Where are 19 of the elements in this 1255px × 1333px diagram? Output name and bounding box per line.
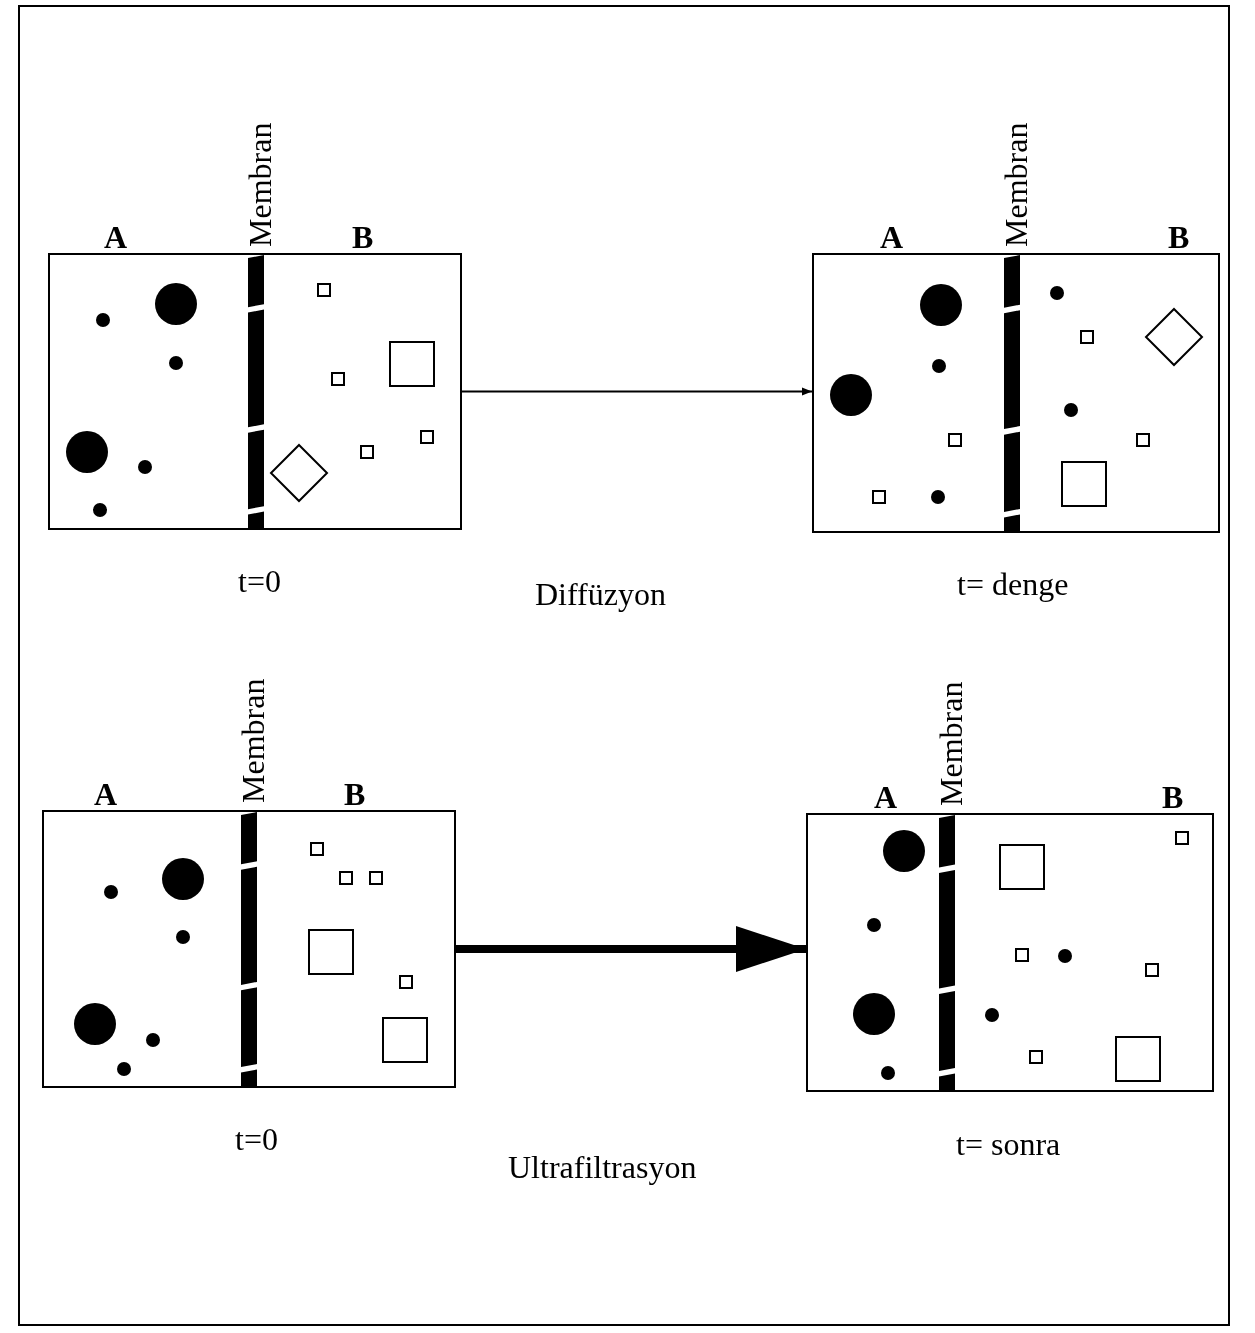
- time-label: t=0: [238, 565, 281, 597]
- compartment-label: B: [344, 778, 366, 810]
- membrane-label: Membran: [935, 681, 967, 806]
- compartment-label: A: [104, 221, 128, 253]
- process-label: Diffüzyon: [535, 578, 666, 610]
- membrane-label: Membran: [237, 678, 269, 803]
- compartment-label: B: [1162, 781, 1184, 813]
- compartment-label: A: [94, 778, 118, 810]
- time-label: t= denge: [957, 568, 1069, 600]
- compartment-label: B: [1168, 221, 1190, 253]
- process-label: Ultrafiltrasyon: [508, 1151, 697, 1183]
- membrane-label: Membran: [244, 122, 276, 247]
- compartment-label: A: [880, 221, 904, 253]
- time-label: t= sonra: [956, 1128, 1061, 1160]
- compartment-label: B: [352, 221, 374, 253]
- membrane-label: Membran: [1000, 122, 1032, 247]
- time-label: t=0: [235, 1123, 278, 1155]
- compartment-label: A: [874, 781, 898, 813]
- arrow: [461, 387, 813, 396]
